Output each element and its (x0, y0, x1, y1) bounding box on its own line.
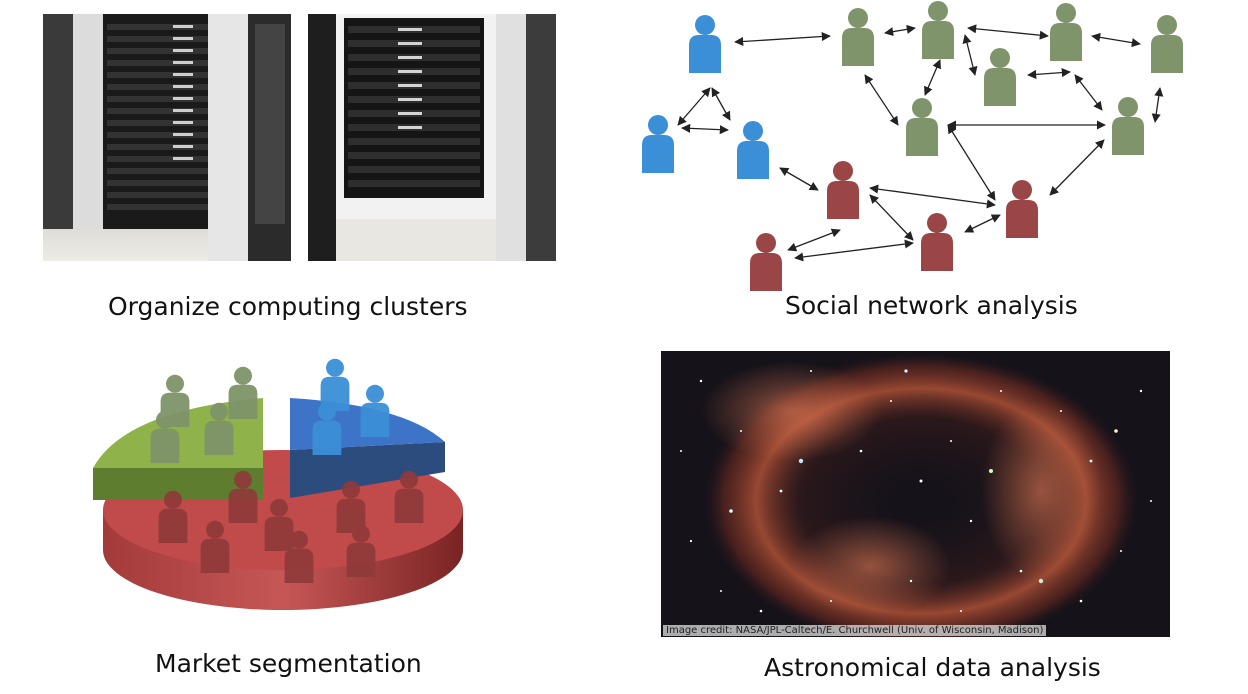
nebula-photo: Image credit: NASA/JPL-Caltech/E. Church… (661, 351, 1170, 637)
person-icon (921, 213, 953, 271)
person-icon (1050, 3, 1082, 61)
person-icon (984, 48, 1016, 106)
person-icon (1151, 15, 1183, 73)
person-icon (642, 115, 674, 173)
person-icon (1006, 180, 1038, 238)
market-segmentation-pie (85, 350, 470, 615)
person-icon (827, 161, 859, 219)
person-icon (750, 233, 782, 291)
clusters-caption: Organize computing clusters (108, 292, 468, 321)
social-caption: Social network analysis (785, 291, 1078, 320)
astro-caption: Astronomical data analysis (764, 653, 1101, 682)
person-icon (737, 121, 769, 179)
person-icon (842, 8, 874, 66)
person-icon (906, 98, 938, 156)
person-icon (689, 15, 721, 73)
image-credit: Image credit: NASA/JPL-Caltech/E. Church… (663, 625, 1047, 636)
market-caption: Market segmentation (155, 649, 422, 678)
person-icon (922, 1, 954, 59)
person-icon (1112, 97, 1144, 155)
server-rack-photo-left (43, 14, 291, 261)
social-network-diagram (630, 0, 1210, 295)
server-rack-photo-right (308, 14, 556, 261)
